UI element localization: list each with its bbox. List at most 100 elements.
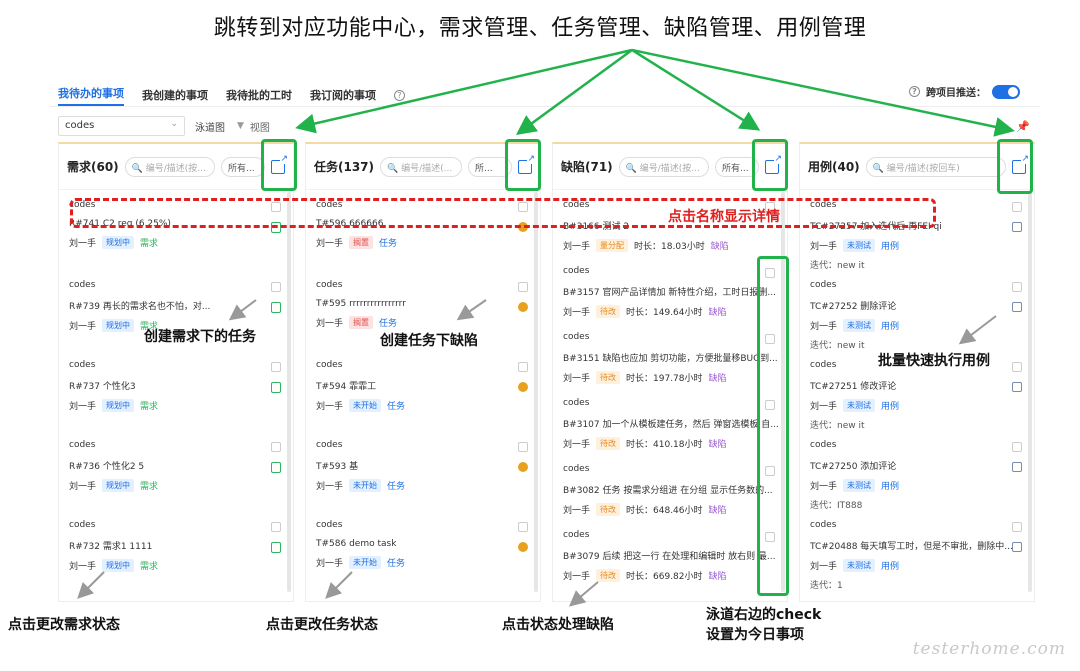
card-title[interactable]: B#3107 加一个从模板建任务，然后 弹窗选模板 自... (563, 420, 779, 430)
check-square-icon[interactable] (1012, 302, 1022, 312)
today-checkbox[interactable] (271, 202, 281, 212)
bug-create-icon[interactable] (518, 542, 528, 552)
tab-my-created[interactable]: 我创建的事项 (142, 89, 208, 102)
open-center-icon[interactable] (518, 153, 535, 174)
card-title[interactable]: T#586 demo task (316, 539, 397, 549)
bug-create-icon[interactable] (518, 302, 528, 312)
scrollbar[interactable] (287, 192, 291, 592)
status-badge[interactable]: 搁置 (349, 236, 374, 249)
status-badge[interactable]: 待改 (596, 569, 621, 582)
card-title[interactable]: R#741 C2 req (6.25%) (69, 219, 171, 229)
open-center-icon[interactable] (765, 153, 782, 174)
check-square-icon[interactable] (1012, 462, 1022, 472)
today-checkbox[interactable] (765, 202, 775, 212)
today-checkbox[interactable] (1012, 522, 1022, 532)
card-title[interactable]: R#732 需求1 1111 (69, 542, 153, 552)
today-checkbox[interactable] (1012, 282, 1022, 292)
today-checkbox[interactable] (765, 400, 775, 410)
card-title[interactable]: T#596 666666 (316, 219, 384, 229)
status-badge[interactable]: 待改 (596, 503, 621, 516)
card-meta: 刘一手 待改 时长：648.46小时 缺陷 (563, 503, 777, 516)
today-checkbox[interactable] (1012, 442, 1022, 452)
scrollbar[interactable] (534, 192, 538, 592)
status-badge[interactable]: 搁置 (349, 316, 374, 329)
clipboard-icon[interactable] (271, 542, 281, 553)
open-center-icon[interactable] (271, 153, 288, 174)
card-title[interactable]: T#595 rrrrrrrrrrrrrrrr (316, 299, 406, 309)
status-badge[interactable]: 未测试 (843, 319, 876, 332)
card-title[interactable]: R#736 个性化2 5 (69, 462, 145, 472)
lane-search-input[interactable]: 🔍 编号/描述(按... (618, 156, 709, 177)
status-badge[interactable]: 未开始 (349, 479, 382, 492)
help-icon[interactable]: ? (394, 89, 405, 101)
card-title[interactable]: B#3157 官网产品详情加 新特性介绍，工时日报删... (563, 288, 776, 298)
today-checkbox[interactable] (765, 466, 775, 476)
today-checkbox[interactable] (271, 362, 281, 372)
today-checkbox[interactable] (765, 334, 775, 344)
status-badge[interactable]: 未开始 (349, 399, 382, 412)
lane-filter-select[interactable]: 所有... (221, 156, 265, 177)
lane-filter-select[interactable]: 所有... (715, 156, 759, 177)
today-checkbox[interactable] (1012, 362, 1022, 372)
status-badge[interactable]: 规划中 (102, 399, 135, 412)
clipboard-icon[interactable] (271, 302, 281, 313)
lane-search-input[interactable]: 🔍 编号/描述(按... (124, 156, 215, 177)
today-checkbox[interactable] (518, 362, 528, 372)
status-badge[interactable]: 未测试 (843, 399, 876, 412)
card-title[interactable]: R#737 个性化3 (69, 382, 136, 392)
today-checkbox[interactable] (518, 202, 528, 212)
today-checkbox[interactable] (271, 442, 281, 452)
card-title[interactable]: R#739 再长的需求名也不怕，对... (69, 302, 211, 312)
today-checkbox[interactable] (1012, 202, 1022, 212)
view-select[interactable]: 泳道图 ▼ 视图 (195, 119, 270, 134)
card-title[interactable]: T#594 霏霏工 (316, 382, 377, 392)
tab-subscribed[interactable]: 我订阅的事项 (310, 89, 376, 102)
card-title[interactable]: TC#27250 添加评论 (810, 462, 897, 472)
tab-my-todo[interactable]: 我待办的事项 (58, 85, 124, 106)
lane-filter-select[interactable]: 所... (468, 156, 512, 177)
status-badge[interactable]: 未测试 (843, 559, 876, 572)
status-badge[interactable]: 规划中 (102, 559, 135, 572)
scrollbar[interactable] (1028, 192, 1032, 592)
card-title[interactable]: TC#27251 修改评论 (810, 382, 897, 392)
card-title[interactable]: B#3151 缺陷也应加 剪切功能，方便批量移BUG到... (563, 354, 778, 364)
today-checkbox[interactable] (765, 268, 775, 278)
status-badge[interactable]: 规划中 (102, 236, 135, 249)
bug-create-icon[interactable] (518, 382, 528, 392)
today-checkbox[interactable] (271, 282, 281, 292)
lane-search-input[interactable]: 🔍 编号/描述(... (380, 156, 462, 177)
project-select[interactable]: codes ⌄ (58, 116, 185, 136)
check-square-icon[interactable] (1012, 542, 1022, 552)
card-title[interactable]: T#593 基 (316, 462, 359, 472)
lane-search-input[interactable]: 🔍 编号/描述(按回车) (865, 156, 1006, 177)
card-title[interactable]: TC#20488 每天填写工时，但是不审批，删除中... (810, 542, 1013, 552)
card-title[interactable]: B#3082 任务 按需求分组进 在分组 显示任务数的... (563, 486, 773, 496)
pin-icon[interactable]: 📌 (1016, 120, 1030, 133)
status-badge[interactable]: 规划中 (102, 479, 135, 492)
scrollbar[interactable] (781, 192, 785, 592)
today-checkbox[interactable] (271, 522, 281, 532)
today-checkbox[interactable] (518, 282, 528, 292)
status-badge[interactable]: 未开始 (349, 556, 382, 569)
clipboard-icon[interactable] (271, 462, 281, 473)
clipboard-icon[interactable] (271, 382, 281, 393)
today-checkbox[interactable] (518, 442, 528, 452)
open-center-icon[interactable] (1012, 153, 1029, 174)
cross-project-toggle[interactable] (992, 84, 1020, 99)
status-badge[interactable]: 待改 (596, 437, 621, 450)
status-badge[interactable]: 量分配 (596, 239, 629, 252)
card-title[interactable]: TC#27252 删除评论 (810, 302, 897, 312)
card-title[interactable]: B#3079 后续 把这一行 在处理和编辑时 放右则 最... (563, 552, 776, 562)
today-checkbox[interactable] (765, 532, 775, 542)
tab-pending-hours[interactable]: 我待批的工时 (226, 89, 292, 102)
bug-create-icon[interactable] (518, 462, 528, 472)
check-square-icon[interactable] (1012, 382, 1022, 392)
status-badge[interactable]: 待改 (596, 371, 621, 384)
status-badge[interactable]: 待改 (596, 305, 621, 318)
help-icon[interactable]: ? (909, 86, 920, 97)
status-badge[interactable]: 未测试 (843, 239, 876, 252)
today-checkbox[interactable] (518, 522, 528, 532)
check-square-icon[interactable] (1012, 222, 1022, 232)
status-badge[interactable]: 未测试 (843, 479, 876, 492)
status-badge[interactable]: 规划中 (102, 319, 135, 332)
